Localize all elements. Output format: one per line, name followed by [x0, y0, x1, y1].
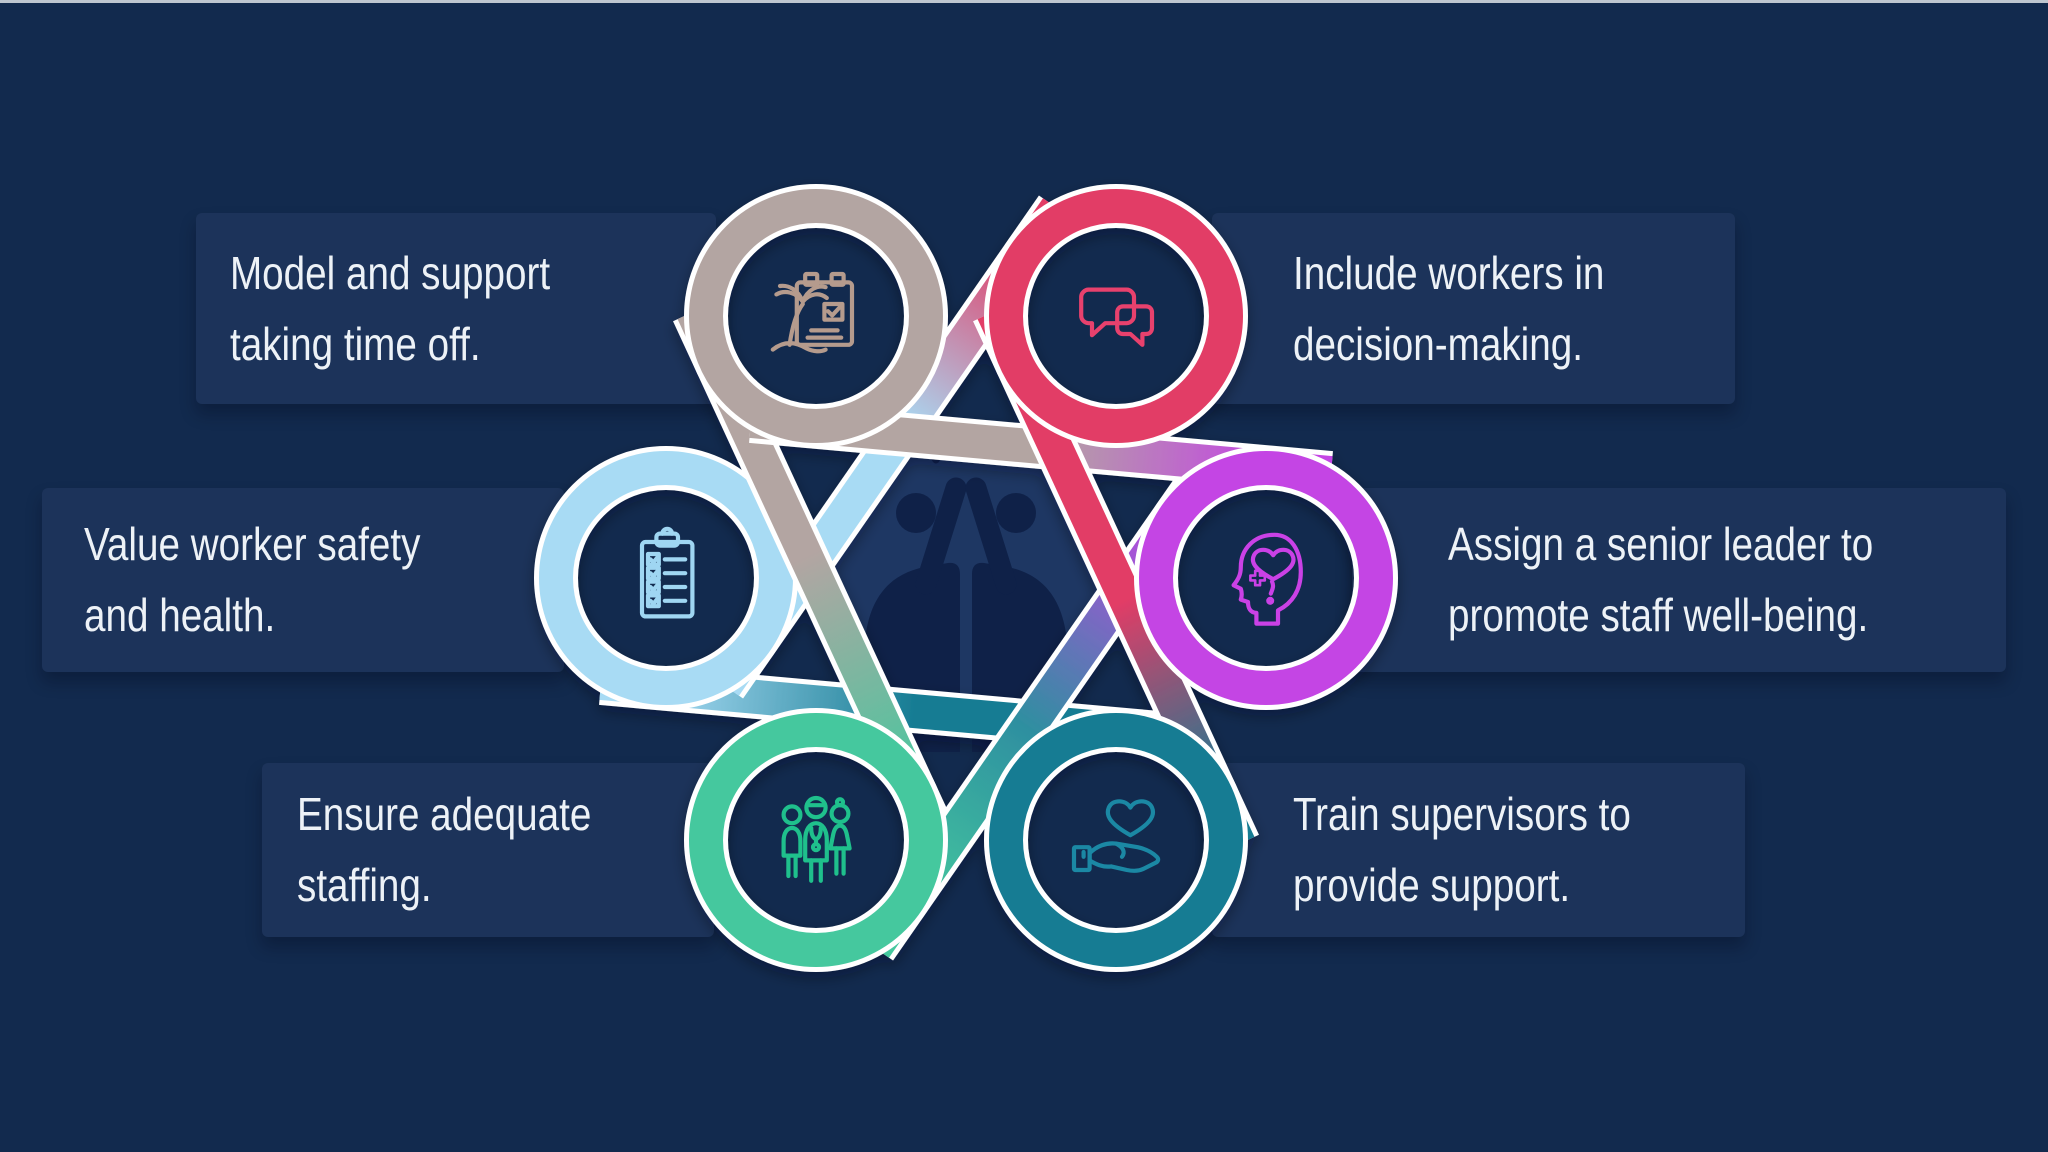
- person-arm: [915, 477, 967, 595]
- info-band-decision-making: Include workers in decision-making.: [1212, 213, 1735, 404]
- person-arm: [965, 477, 1017, 595]
- info-band-staffing: Ensure adequate staffing.: [262, 763, 714, 937]
- vacation-calendar-icon: [770, 271, 855, 354]
- chat-bubbles-icon: [1079, 287, 1155, 347]
- info-label-line1: Value worker safety: [84, 518, 421, 570]
- hand-heart-icon: [1071, 799, 1161, 873]
- person-head: [896, 493, 936, 533]
- info-label-line2: promote staff well-being.: [1448, 589, 1869, 641]
- info-label: Value worker safety and health.: [84, 509, 420, 651]
- info-label-line2: decision-making.: [1293, 317, 1583, 370]
- info-label-line1: Train supervisors to: [1293, 788, 1631, 840]
- info-band-time-off: Model and support taking time off.: [196, 213, 716, 404]
- info-label-line2: provide support.: [1293, 859, 1571, 911]
- window-top-edge: [0, 0, 2048, 3]
- loop-ring-time-off: [689, 189, 943, 443]
- checklist-clipboard-icon: [639, 526, 695, 619]
- loop-ring-staffing: [689, 713, 943, 967]
- head-heart-icon: [1231, 532, 1303, 626]
- person-head: [996, 493, 1036, 533]
- info-label-line2: staffing.: [297, 859, 432, 911]
- loop-ring-train-supervisors: [989, 713, 1243, 967]
- loop-ring-decision-making: [989, 189, 1243, 443]
- info-label: Include workers in decision-making.: [1293, 238, 1604, 380]
- loop-ring-senior-leader: [1139, 451, 1393, 705]
- info-label-line1: Include workers in: [1293, 246, 1605, 299]
- info-band-senior-leader: Assign a senior leader to promote staff …: [1352, 488, 2006, 672]
- info-label: Ensure adequate staffing.: [297, 779, 591, 921]
- info-label-line1: Model and support: [230, 246, 551, 299]
- info-label-line1: Ensure adequate: [297, 788, 592, 840]
- info-band-safety-health: Value worker safety and health.: [42, 488, 564, 672]
- info-label: Model and support taking time off.: [230, 238, 550, 380]
- info-label-line1: Assign a senior leader to: [1448, 518, 1874, 570]
- info-label: Assign a senior leader to promote staff …: [1448, 509, 1873, 651]
- staff-team-icon: [781, 795, 852, 883]
- info-band-train-supervisors: Train supervisors to provide support.: [1212, 763, 1745, 937]
- info-label-line2: taking time off.: [230, 317, 481, 370]
- info-label-line2: and health.: [84, 589, 276, 641]
- info-label: Train supervisors to provide support.: [1293, 779, 1631, 921]
- loop-ring-safety-health: [539, 451, 793, 705]
